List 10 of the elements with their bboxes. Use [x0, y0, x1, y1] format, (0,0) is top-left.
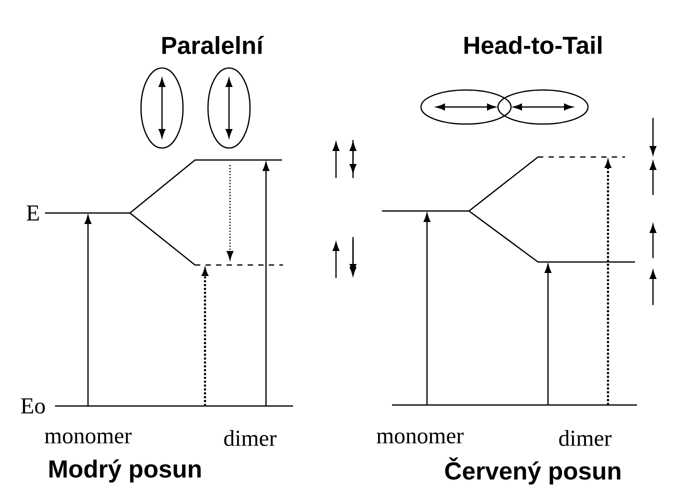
panel-heading: Head-to-Tail	[464, 36, 602, 54]
shift-caption: Modrý posun	[49, 459, 201, 483]
axis-label: monomer	[44, 432, 132, 444]
energy-label: Eo	[20, 398, 45, 414]
axis-label: dimer	[559, 430, 612, 446]
panel-heading: Paralelní	[162, 36, 264, 54]
axis-label: dimer	[224, 430, 276, 446]
shift-caption: Červený posun	[445, 457, 620, 485]
energy-label: E	[26, 206, 39, 220]
axis-label: monomer	[376, 432, 464, 444]
